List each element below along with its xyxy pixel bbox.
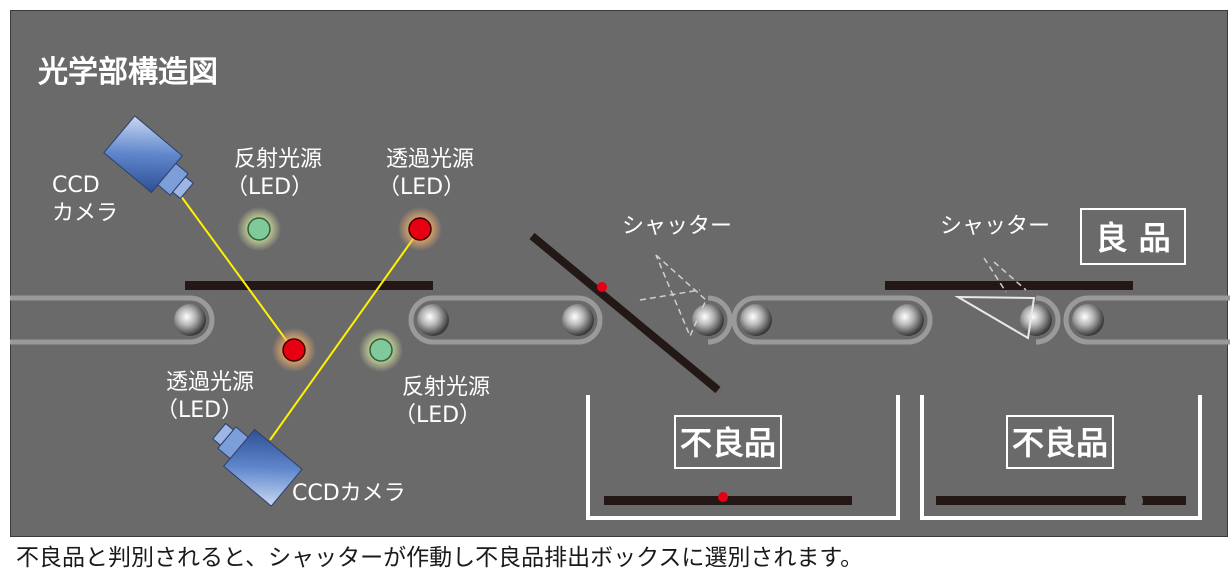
roller — [1072, 304, 1104, 336]
reject-1-label-box — [674, 415, 782, 469]
rejected-item-slot — [1125, 492, 1143, 510]
label-camera-top-1: CCD — [52, 173, 100, 198]
label-reflective-bottom-1: 反射光源 — [402, 375, 490, 400]
belt-segment-shutter-2 — [1035, 295, 1061, 345]
rejected-item — [718, 492, 728, 502]
diagram-caption: 不良品と判別されると、シャッターが作動し不良品排出ボックスに選別されます。 — [16, 545, 864, 571]
label-shutter-1: シャッター — [622, 214, 732, 239]
good-label-box — [1080, 208, 1186, 265]
roller — [562, 304, 594, 336]
roller — [1020, 304, 1052, 336]
led-reflective-top — [237, 207, 281, 251]
belt-segment-4 — [1063, 295, 1230, 345]
inspection-rail — [185, 281, 433, 290]
belt-segment-shutter-1 — [707, 295, 733, 345]
light-beams — [177, 191, 419, 441]
ccd-camera-top-icon — [103, 115, 194, 200]
roller — [692, 304, 724, 336]
reject-box-1-floor — [604, 496, 852, 505]
reject-box-2 — [920, 395, 1202, 520]
belt-segment-1 — [10, 295, 215, 345]
roller — [417, 304, 449, 336]
beam-top-camera — [177, 191, 293, 349]
shutter-2 — [954, 295, 1036, 340]
led-transmissive-bottom — [272, 328, 316, 372]
label-transmissive-bottom-1: 透過光源 — [166, 370, 254, 395]
conveyor-belts — [10, 295, 1230, 345]
defect-item — [597, 282, 607, 292]
shutter-2-ghost — [983, 257, 1027, 293]
led-transmissive-top — [398, 207, 442, 251]
label-transmissive-top-1: 透過光源 — [386, 147, 474, 172]
label-camera-top-2: カメラ — [52, 201, 118, 226]
roller — [892, 304, 924, 336]
label-camera-bottom: CCDカメラ — [292, 481, 406, 506]
label-good: 良 品 — [1095, 219, 1170, 257]
diagram-title: 光学部構造図 — [38, 55, 218, 90]
shutter-1-ghost — [639, 254, 707, 338]
good-rail — [885, 281, 1133, 290]
label-reflective-top-2: （LED） — [226, 175, 313, 200]
label-shutter-2: シャッター — [940, 214, 1050, 239]
reject-box-1 — [586, 395, 900, 520]
led-reflective-bottom — [359, 328, 403, 372]
rollers — [174, 304, 1104, 336]
reject-2-label-box — [1006, 415, 1114, 469]
label-transmissive-bottom-2: （LED） — [156, 398, 243, 423]
belt-segment-3 — [731, 295, 933, 345]
roller — [740, 304, 772, 336]
roller — [174, 304, 206, 336]
label-reject-1: 不良品 — [680, 424, 776, 462]
beam-bottom-camera — [269, 231, 419, 441]
belt-segment-2 — [408, 295, 603, 345]
shutter-1-active — [529, 232, 721, 394]
text-labels: 反射光源 （LED） 透過光源 （LED） CCD カメラ 透過光源 （LED）… — [52, 147, 1050, 506]
label-reflective-top-1: 反射光源 — [234, 147, 322, 172]
ccd-camera-bottom-icon — [212, 422, 303, 507]
label-reject-2: 不良品 — [1012, 424, 1108, 462]
reject-box-2-floor — [936, 496, 1186, 505]
label-transmissive-top-2: （LED） — [378, 175, 465, 200]
label-reflective-bottom-2: （LED） — [394, 403, 481, 428]
